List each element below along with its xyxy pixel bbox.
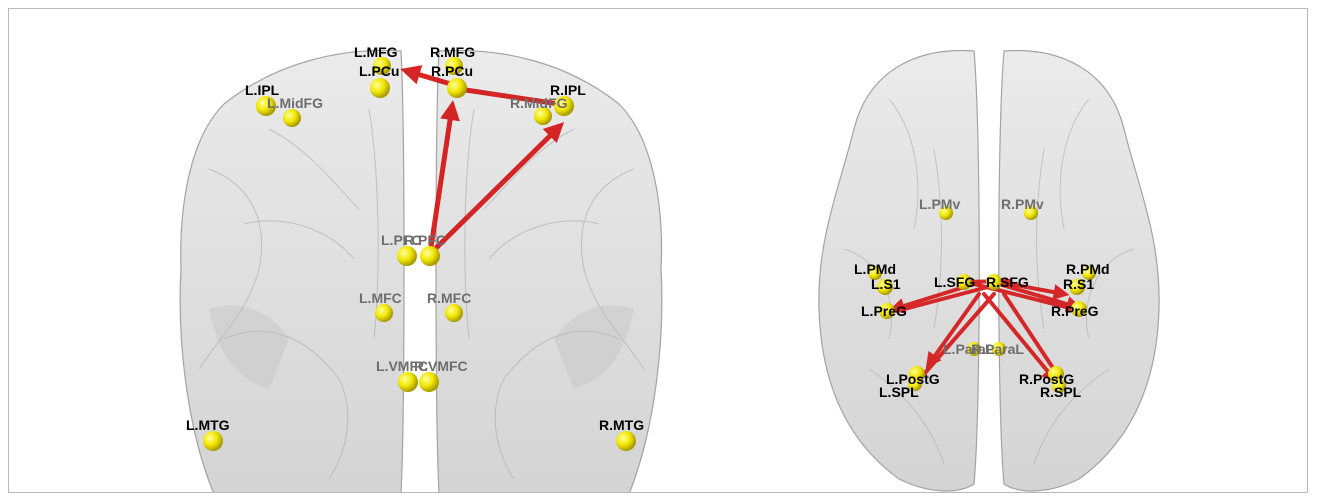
label-lpcu: L.PCu bbox=[359, 63, 399, 79]
label-rvmfc: R.VMFC bbox=[414, 358, 468, 374]
brain-network-figure: L.MFG R.MFG L.PCu R.PCu L.IPL R.IPL L.Mi… bbox=[9, 9, 1308, 493]
node-rpcu bbox=[447, 78, 467, 98]
label-lspl: L.SPL bbox=[879, 384, 919, 400]
node-rmtg bbox=[616, 431, 636, 451]
label-lpmd: L.PMd bbox=[854, 261, 896, 277]
label-rmidfg: R.MidFG bbox=[510, 95, 568, 111]
node-lpcu bbox=[370, 78, 390, 98]
label-rspl: R.SPL bbox=[1040, 384, 1082, 400]
label-lpmv: L.PMv bbox=[919, 196, 960, 212]
label-ls1: L.S1 bbox=[871, 276, 901, 292]
label-rpcu: R.PCu bbox=[431, 63, 473, 79]
node-rpfc bbox=[420, 246, 440, 266]
label-rparal: R.ParaL bbox=[971, 341, 1024, 357]
coronal-view: L.MFG R.MFG L.PCu R.PCu L.IPL R.IPL L.Mi… bbox=[180, 44, 662, 493]
label-rmfc: R.MFC bbox=[427, 290, 471, 306]
label-rsfg: R.SFG bbox=[986, 274, 1029, 290]
label-lsfg: L.SFG bbox=[934, 274, 975, 290]
label-rpmv: R.PMv bbox=[1001, 196, 1044, 212]
label-lmtg: L.MTG bbox=[186, 417, 230, 433]
node-rmfc bbox=[445, 304, 463, 322]
label-rpreg: R.PreG bbox=[1051, 303, 1099, 319]
label-rpmd: R.PMd bbox=[1066, 261, 1110, 277]
node-lvmfc bbox=[398, 372, 418, 392]
node-rvmfc bbox=[419, 372, 439, 392]
label-rs1: R.S1 bbox=[1063, 276, 1094, 292]
node-lmfc bbox=[375, 304, 393, 322]
label-rpfc: R.PFC bbox=[404, 232, 446, 248]
axial-view: L.PMv R.PMv L.PMd R.PMd L.S1 R.S1 L.SFG … bbox=[819, 51, 1159, 491]
figure-frame: L.MFG R.MFG L.PCu R.PCu L.IPL R.IPL L.Mi… bbox=[8, 8, 1308, 493]
label-lpreg: L.PreG bbox=[861, 303, 907, 319]
label-rmtg: R.MTG bbox=[599, 417, 644, 433]
node-lmidfg bbox=[283, 109, 301, 127]
label-lmidfg: L.MidFG bbox=[267, 95, 323, 111]
node-lpfc bbox=[397, 246, 417, 266]
brain-axial-left-hemisphere bbox=[819, 51, 979, 491]
label-lmfg: L.MFG bbox=[354, 44, 398, 60]
label-rmfg: R.MFG bbox=[430, 44, 475, 60]
node-lmtg bbox=[203, 431, 223, 451]
label-lmfc: L.MFC bbox=[359, 290, 402, 306]
